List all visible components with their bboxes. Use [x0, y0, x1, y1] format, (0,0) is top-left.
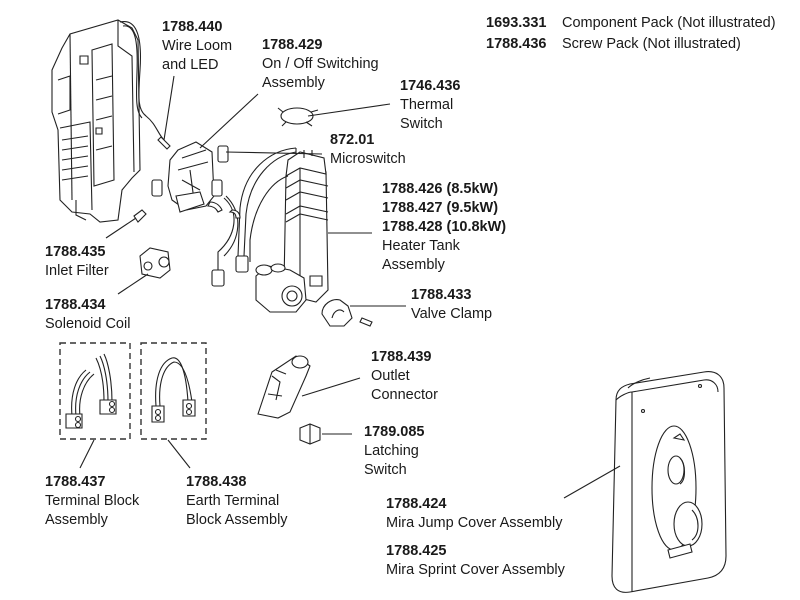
part-code: 1788.434	[45, 297, 106, 313]
valve-body-illustration	[256, 264, 306, 312]
label-microswitch: 872.01 Microswitch	[330, 131, 406, 169]
label-inlet-filter: 1788.435 Inlet Filter	[45, 243, 109, 281]
part-description: Latching	[364, 443, 419, 459]
part-description: Component Pack (Not illustrated)	[562, 15, 776, 31]
part-description: Valve Clamp	[411, 306, 493, 322]
solenoid-coil-illustration	[140, 248, 170, 278]
part-code: 1788.424	[386, 496, 447, 512]
backplate-housing-illustration	[52, 20, 140, 222]
label-heater-tank: 1788.426 (8.5kW) 1788.427 (9.5kW) 1788.4…	[382, 180, 506, 275]
part-description: Mira Jump Cover Assembly	[386, 515, 563, 531]
part-description: Switch	[364, 462, 407, 478]
part-description: Wire Loom	[162, 38, 233, 54]
part-code: 1788.429	[262, 37, 323, 53]
part-description: On / Off Switching	[262, 56, 379, 72]
leader-inlet-filter	[106, 218, 136, 238]
part-code: 1788.440	[162, 19, 223, 35]
part-code: 1788.427 (9.5kW)	[382, 200, 499, 216]
label-thermal-switch: 1746.436 Thermal Switch	[400, 77, 460, 134]
label-wire-loom: 1788.440 Wire Loom and LED	[162, 18, 232, 75]
leader-wire-loom	[164, 76, 174, 140]
thermal-switch-illustration	[278, 108, 318, 126]
label-outlet-connector: 1788.439 Outlet Connector	[371, 348, 438, 405]
part-code: 872.01	[330, 132, 375, 148]
part-description: Assembly	[45, 512, 108, 528]
part-description: Mira Sprint Cover Assembly	[386, 562, 565, 578]
label-terminal-block: 1788.437 Terminal Block Assembly	[45, 473, 139, 530]
part-description: Switch	[400, 116, 443, 132]
leader-thermal-switch	[308, 104, 390, 116]
part-code: 1788.437	[45, 474, 106, 490]
part-description: Thermal	[400, 97, 454, 113]
part-code: 1788.438	[186, 474, 247, 490]
part-description: Microswitch	[330, 151, 406, 167]
label-sprint-cover: 1788.425 Mira Sprint Cover Assembly	[386, 542, 565, 580]
part-description: Assembly	[262, 75, 325, 91]
part-code: 1746.436	[400, 78, 461, 94]
leader-terminal-block	[80, 440, 94, 468]
part-code: 1788.433	[411, 287, 472, 303]
shower-cover-illustration	[612, 372, 726, 593]
part-code: 1788.436	[486, 36, 547, 52]
part-description: Inlet Filter	[45, 263, 109, 279]
earth-terminal-block-illustration	[141, 343, 206, 439]
latching-switch-illustration	[300, 424, 320, 444]
part-description: and LED	[162, 57, 219, 73]
switching-assembly-illustration	[152, 142, 228, 212]
part-code: 1788.426 (8.5kW)	[382, 181, 499, 197]
part-description: Assembly	[382, 257, 445, 273]
part-description: Screw Pack (Not illustrated)	[562, 36, 741, 52]
part-description: Earth Terminal	[186, 493, 280, 509]
terminal-block-illustration	[60, 343, 130, 439]
label-solenoid-coil: 1788.434 Solenoid Coil	[45, 296, 130, 334]
part-code: 1788.435	[45, 244, 106, 260]
leader-solenoid-coil	[118, 274, 148, 294]
inlet-filter-illustration	[134, 210, 146, 222]
part-description: Connector	[371, 387, 438, 403]
part-code: 1693.331	[486, 15, 547, 31]
part-description: Solenoid Coil	[45, 316, 131, 332]
label-latching-switch: 1789.085 Latching Switch	[364, 423, 424, 480]
label-jump-cover: 1788.424 Mira Jump Cover Assembly	[386, 495, 562, 533]
leader-lines	[80, 76, 620, 498]
label-valve-clamp: 1788.433 Valve Clamp	[411, 286, 492, 324]
valve-clamp-illustration	[322, 300, 372, 326]
leader-earth-terminal-block	[168, 440, 190, 468]
leader-cover-assembly	[564, 466, 620, 498]
part-description: Block Assembly	[186, 512, 288, 528]
part-code: 1788.439	[371, 349, 432, 365]
part-description: Outlet	[371, 368, 410, 384]
part-code: 1788.425	[386, 543, 447, 559]
part-code: 1789.085	[364, 424, 425, 440]
outlet-connector-illustration	[258, 356, 310, 418]
leader-on-off-switching	[200, 94, 258, 148]
part-description: Heater Tank	[382, 238, 460, 254]
label-on-off-switching: 1788.429 On / Off Switching Assembly	[262, 36, 379, 93]
leader-microswitch	[226, 152, 322, 154]
wire-loom-illustration	[120, 22, 170, 149]
label-earth-terminal-block: 1788.438 Earth Terminal Block Assembly	[186, 473, 288, 530]
part-code: 1788.428 (10.8kW)	[382, 219, 507, 235]
header-note-component-pack: 1693.331 Component Pack (Not illustrated)	[486, 13, 776, 34]
part-description: Terminal Block	[45, 493, 140, 509]
heater-tank-illustration	[284, 148, 328, 302]
microswitch-wires-illustration	[208, 148, 296, 286]
leader-outlet-connector	[302, 378, 360, 396]
header-note-screw-pack: 1788.436 Screw Pack (Not illustrated)	[486, 34, 741, 55]
